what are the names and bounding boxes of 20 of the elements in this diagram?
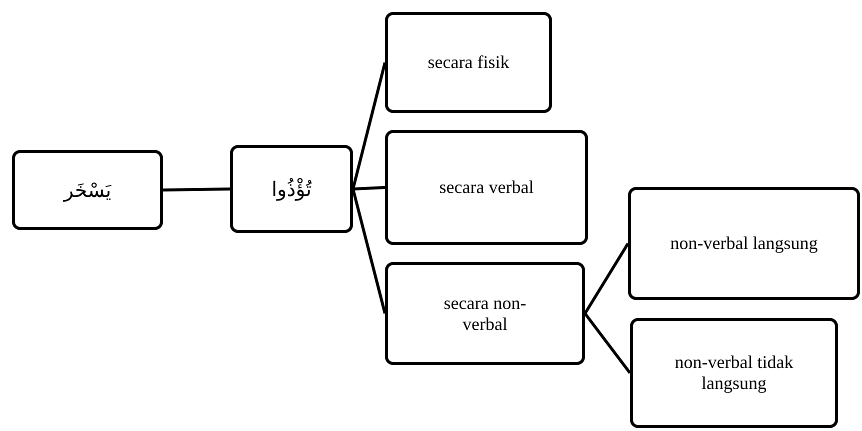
connector-line — [584, 312, 632, 374]
box — [385, 262, 585, 365]
box-label: يَسْخَر — [64, 177, 112, 203]
connector-line — [352, 186, 386, 190]
box-label: secara fisik — [428, 52, 510, 73]
box — [628, 187, 860, 300]
connector-line — [352, 188, 386, 314]
box — [385, 12, 552, 113]
box-label: secara verbal — [439, 177, 534, 198]
box — [385, 130, 588, 245]
connector-line — [584, 242, 630, 314]
connector-line — [352, 62, 386, 190]
box — [230, 145, 353, 233]
box — [630, 318, 838, 428]
box — [12, 150, 163, 230]
box-label: non-verbal langsung — [670, 233, 818, 254]
connector-line — [162, 188, 230, 192]
box-label: secara non-verbal — [442, 292, 528, 334]
box-label: non-verbal tidak langsung — [674, 352, 794, 394]
box-label: تُؤْذُوا — [271, 176, 312, 202]
